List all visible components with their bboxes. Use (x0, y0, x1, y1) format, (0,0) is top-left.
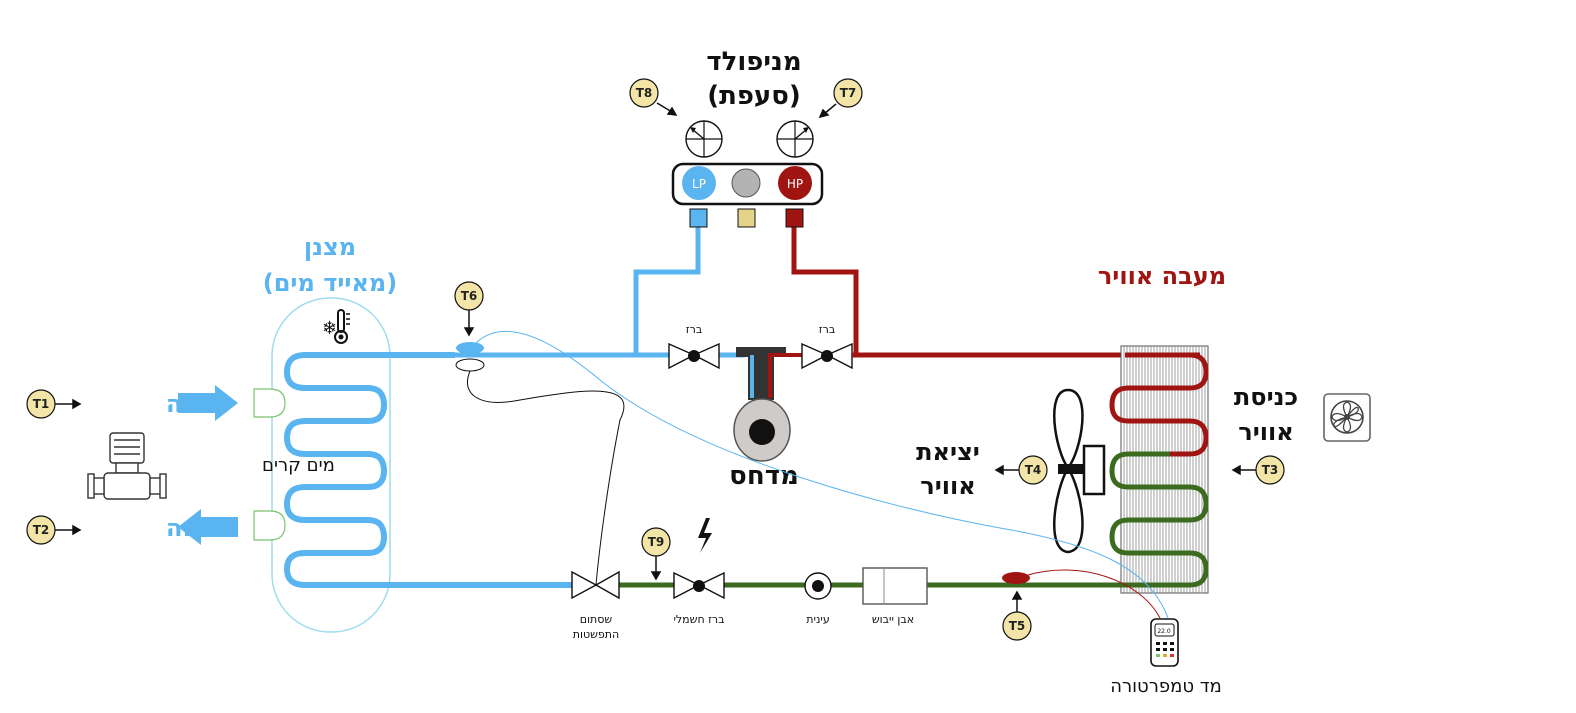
cold-thermometer-icon: ❄ (322, 309, 350, 344)
manifold-title-line1: מניפולד (706, 47, 801, 77)
center-knob (731, 168, 761, 198)
filter-drier-icon (862, 567, 928, 605)
water-inlet-arrow (178, 385, 238, 421)
sensor-t1-tag: T1 (26, 389, 56, 419)
lp-dial-icon (685, 120, 723, 158)
sight-glass-label: עינית (806, 613, 829, 626)
sensor-t8-tag: T8 (629, 78, 659, 108)
air-inlet-label-line2: אוויר (1238, 418, 1293, 446)
center-port (737, 208, 756, 228)
svg-text:T1: T1 (33, 397, 50, 411)
water-pump-icon (87, 432, 167, 500)
valve-right-icon (801, 342, 853, 370)
svg-text:T3: T3 (1262, 463, 1279, 477)
thermometer-display: 22.0 (1157, 628, 1171, 635)
sensor-t3-tag: T3 (1255, 455, 1285, 485)
air-inlet-label-line1: כניסת (1234, 383, 1298, 411)
svg-text:T5: T5 (1009, 619, 1026, 633)
condenser-fan-icon (1053, 388, 1106, 554)
lp-knob-label: LP (692, 177, 706, 191)
air-exchanger-title: מעבה אוויר (1098, 262, 1226, 290)
filter-drier-label: אבן ייבוש (872, 613, 914, 626)
svg-text:T2: T2 (33, 523, 50, 537)
condenser-coil-cool (1109, 451, 1209, 588)
t6-sensor-wire (475, 330, 1169, 619)
lightning-bolt-icon (698, 518, 712, 553)
water-inlet-label: כניסה (166, 390, 230, 418)
svg-text:❄: ❄ (322, 318, 337, 339)
hp-knob (778, 166, 812, 200)
manifold-title-line2: (סעפת) (707, 81, 801, 111)
t6-bulb-top (456, 342, 484, 354)
valve-right-label: ברז (819, 323, 835, 336)
hp-port (785, 208, 804, 228)
lp-gauge-line (633, 226, 701, 355)
cold-water-label: מים קרים (262, 455, 335, 476)
thermometer-label: מד טמפרטורה (1110, 676, 1222, 697)
hp-gauge-line (791, 226, 859, 355)
compressor-core (749, 419, 775, 445)
air-outlet-label-line1: יציאת (916, 438, 980, 466)
hp-dial-icon (776, 120, 814, 158)
sensor-t2-tag: T2 (26, 515, 56, 545)
solenoid-valve-label: ברז חשמלי (673, 613, 724, 626)
water-inlet-port (253, 388, 286, 418)
expansion-capillary-wire (467, 370, 625, 586)
sensor-t5-tag: T5 (1002, 611, 1032, 641)
evaporator-coil (284, 352, 580, 588)
air-outlet-label-line2: אוויר (920, 472, 975, 500)
compressor-label: מדחס (729, 461, 799, 491)
lp-port (689, 208, 708, 228)
valve-left-icon (668, 342, 720, 370)
sight-glass-center (812, 580, 824, 592)
fan-unit-icon (1323, 393, 1371, 442)
sensor-t9-tag: T9 (641, 527, 671, 557)
t6-bulb-bottom (455, 358, 485, 372)
water-outlet-label: יציאה (166, 514, 230, 542)
hp-knob-label: HP (787, 177, 803, 191)
sensor-t6-tag: T6 (454, 281, 484, 311)
sensor-t4-tag: T4 (1018, 455, 1048, 485)
digital-thermometer-icon (1150, 618, 1179, 667)
svg-text:T8: T8 (636, 86, 653, 100)
sensor-t7-tag: T7 (833, 78, 863, 108)
sensor-arrows (55, 102, 1256, 612)
water-outlet-arrow (178, 509, 238, 545)
svg-text:T7: T7 (840, 86, 857, 100)
expansion-valve-icon (571, 570, 620, 600)
svg-text:T6: T6 (461, 289, 478, 303)
evaporator-title-line2: (מאייד מים) (263, 269, 398, 297)
water-outlet-port (253, 510, 286, 541)
evaporator-title-line1: מצנן (304, 233, 356, 261)
valve-left-label: ברז (686, 323, 702, 336)
svg-text:T4: T4 (1025, 463, 1042, 477)
evaporator-tank (271, 297, 391, 633)
t5-sensor-wire (1027, 569, 1161, 619)
condenser-coil-top (1125, 352, 1209, 391)
expansion-valve-label-line2: התפשטות (573, 628, 619, 641)
t5-bulb (1002, 572, 1030, 584)
svg-text:T9: T9 (648, 535, 665, 549)
expansion-valve-label-line1: שסתום (580, 613, 613, 626)
solenoid-valve-icon (673, 571, 725, 600)
lp-knob (682, 166, 716, 200)
